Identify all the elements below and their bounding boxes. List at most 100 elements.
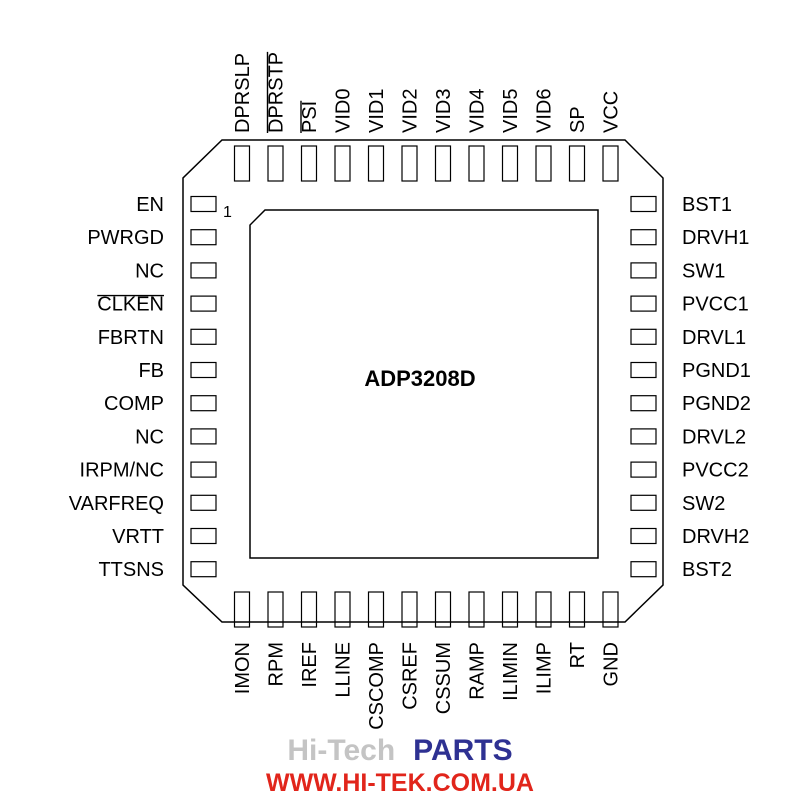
pin-pad-right-bst2 — [630, 561, 657, 578]
pin-label-group-bottom: CSCOMP — [366, 642, 388, 730]
pin-label-top-psi: PSI — [299, 101, 321, 133]
pin-label-bottom-ramp: RAMP — [467, 642, 489, 700]
pin-label-left-fbrtn: FBRTN — [98, 327, 164, 349]
pin-label-left-pwrgd: PWRGD — [87, 227, 164, 249]
pin-pad-right-pvcc2 — [630, 461, 657, 478]
pin-pad-left-en — [190, 195, 217, 213]
pin-label-group-bottom: ILIMIN — [500, 642, 522, 701]
pin-label-right-drvl1: DRVL1 — [682, 327, 746, 349]
pin-pad-bottom-ilimin — [501, 591, 519, 628]
pin-pad-left-clken — [190, 295, 217, 312]
pin-pad-bottom-cscomp — [367, 591, 385, 628]
pin-label-left-nc: NC — [135, 260, 164, 282]
pin-pad-top-sp — [568, 145, 586, 182]
pin-label-bottom-iref: IREF — [299, 642, 321, 688]
pin-pad-left-fb — [190, 361, 217, 379]
pin-label-group-bottom: CSSUM — [433, 642, 455, 714]
pin-pad-left-irpm-nc — [190, 461, 217, 478]
pin-label-right-drvh2: DRVH2 — [682, 526, 749, 548]
pin-pad-right-bst1 — [630, 195, 657, 213]
pin-label-bottom-csref: CSREF — [400, 642, 422, 710]
pin-label-group-top: VID2 — [400, 89, 422, 133]
pin-label-group-bottom: RPM — [266, 642, 288, 686]
pin-label-top-vid4: VID4 — [467, 89, 489, 133]
bottom-pin-group: IMON RPM IREF LLINE CSCOMP CSREF CSSUM RAMP ILIM… — [232, 591, 623, 730]
watermark: Hi-Tech PARTS WWW.HI-TEK.COM.UA — [266, 734, 534, 797]
pin-label-group-bottom: RT — [567, 642, 589, 668]
pin-label-right-pgnd1: PGND1 — [682, 360, 751, 382]
pin-label-group-top: VCC — [601, 91, 623, 133]
pin-pad-left-comp — [190, 395, 217, 412]
pin-label-bottom-imon: IMON — [232, 642, 254, 694]
die-outline — [249, 209, 599, 559]
pin-label-right-sw1: SW1 — [682, 260, 725, 282]
watermark-brand-prefix: Hi-Tech — [287, 734, 395, 767]
pin-label-group-bottom: RAMP — [467, 642, 489, 700]
left-pin-group: ENPWRGDNCCLKENFBRTNFBCOMPNCIRPM/NCVARFRE… — [69, 194, 217, 581]
pin-label-group-top: VID0 — [333, 89, 355, 133]
svg-text:Hi-Tech PARTS: Hi-Tech PARTS — [287, 734, 512, 767]
pin-label-group-top: DPRSTP — [266, 51, 288, 133]
pin-label-top-vid2: VID2 — [400, 89, 422, 133]
pin-label-group-top: PSI — [299, 100, 321, 133]
pin-label-group-bottom: LLINE — [333, 642, 355, 698]
pin-label-top-dprstp: DPRSTP — [266, 52, 288, 133]
pin-label-bottom-lline: LLINE — [333, 642, 355, 698]
pin-label-right-bst2: BST2 — [682, 559, 732, 581]
pin-label-top-vid0: VID0 — [333, 89, 355, 133]
pin-pad-top-vid3 — [434, 145, 452, 182]
pin-label-top-vid5: VID5 — [500, 89, 522, 133]
pin-label-group-bottom: ILIMP — [534, 642, 556, 694]
pin-pad-bottom-cssum — [434, 591, 452, 628]
pin-pad-bottom-ramp — [468, 591, 485, 628]
pin-label-group-bottom: IREF — [299, 642, 321, 688]
pin-pad-top-vid5 — [501, 145, 519, 182]
pin-pad-bottom-rpm — [267, 591, 284, 628]
pin-label-bottom-rt: RT — [567, 642, 589, 668]
pin-pad-top-vid0 — [334, 145, 351, 182]
pin-label-left-comp: COMP — [104, 393, 164, 415]
right-pin-group: BST1DRVH1SW1PVCC1DRVL1PGND1PGND2DRVL2PVC… — [630, 194, 751, 581]
pin-label-left-ttsns: TTSNS — [98, 559, 164, 581]
pin-label-right-drvl2: DRVL2 — [682, 426, 746, 448]
pin-pad-right-sw2 — [630, 494, 657, 511]
pin-label-bottom-gnd: GND — [601, 642, 623, 686]
chip-name: ADP3208D — [364, 366, 475, 391]
pin-pad-left-nc — [190, 428, 217, 445]
pin-label-left-vrtt: VRTT — [112, 526, 164, 548]
pin-pad-right-drvl2 — [630, 428, 657, 445]
pin-label-right-bst1: BST1 — [682, 194, 732, 216]
pin-pad-bottom-lline — [334, 591, 351, 628]
pin-label-bottom-cscomp: CSCOMP — [366, 642, 388, 730]
pin-label-top-vid6: VID6 — [534, 89, 556, 133]
pin-label-group-top: VID5 — [500, 89, 522, 133]
pin-pad-top-dprstp — [267, 145, 284, 182]
pin-pad-bottom-csref — [401, 591, 418, 628]
pin-pad-left-varfreq — [190, 494, 217, 511]
pin-label-bottom-cssum: CSSUM — [433, 642, 455, 714]
pin-pad-top-vid6 — [535, 145, 552, 182]
pin-label-group-bottom: CSREF — [400, 642, 422, 710]
watermark-brand-suffix: PARTS — [413, 734, 512, 767]
pin1-marker: 1 — [223, 204, 232, 221]
pin-pad-right-drvh2 — [630, 527, 657, 545]
pin-label-group-top: VID1 — [366, 89, 388, 133]
pin-label-left-varfreq: VARFREQ — [69, 493, 164, 515]
pin-label-left-nc: NC — [135, 426, 164, 448]
watermark-url: WWW.HI-TEK.COM.UA — [266, 769, 534, 797]
pin-pad-left-nc — [190, 262, 217, 279]
pin-label-top-vid1: VID1 — [366, 89, 388, 133]
pin-pad-right-pgnd1 — [630, 361, 657, 379]
pin-label-bottom-ilimin: ILIMIN — [500, 642, 522, 701]
pin-label-left-en: EN — [136, 194, 164, 216]
pin-label-right-pvcc2: PVCC2 — [682, 460, 749, 482]
pin-label-top-dprslp: DPRSLP — [232, 53, 254, 133]
pin-pad-top-psi — [300, 145, 318, 182]
pin-label-group-top: VID6 — [534, 89, 556, 133]
pin-pad-right-pgnd2 — [630, 395, 657, 412]
pin-pad-right-pvcc1 — [630, 295, 657, 312]
pin-pad-right-sw1 — [630, 262, 657, 279]
pin-pad-bottom-ilimp — [535, 591, 552, 628]
